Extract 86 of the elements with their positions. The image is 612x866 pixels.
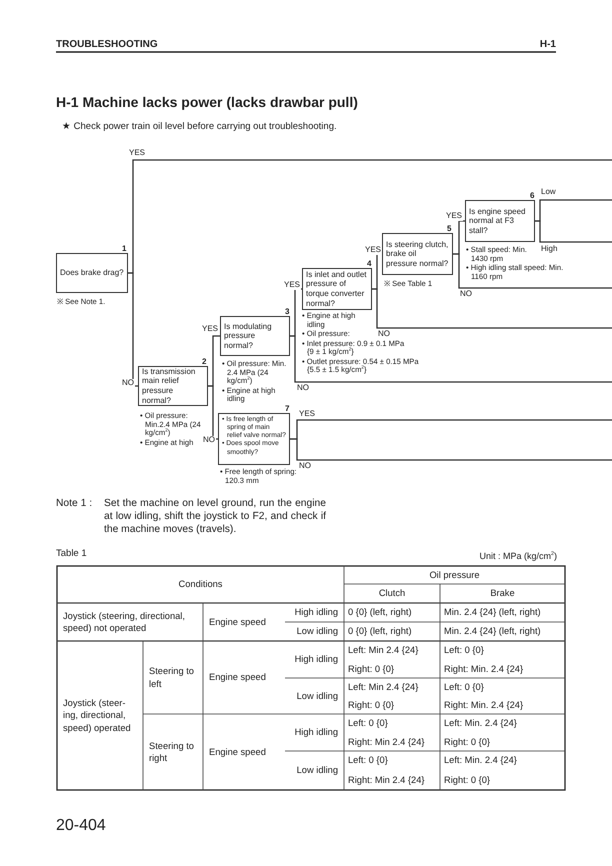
question-text: Is engine speed normal at F3 stall? <box>469 206 526 236</box>
value-text: Right: 0 {0} <box>347 698 396 712</box>
condition-text: High idling <box>294 606 339 620</box>
connector-line <box>535 220 612 243</box>
value-text: Left: Min 2.4 {24} <box>347 680 420 694</box>
question-text: Is inlet and outlet pressure of torque converter normal? <box>306 270 368 308</box>
table-title: Table 1 <box>56 548 87 560</box>
condition-text: Steering to right <box>148 740 195 765</box>
note-label: Note 1 : <box>56 498 92 511</box>
decision-box <box>382 233 453 275</box>
value-text: Left: 0 {0} <box>347 717 389 730</box>
question-text: Is modulating pressure normal? <box>224 322 273 350</box>
step-number: 3 <box>285 307 290 316</box>
condition-text: Low idling <box>296 690 339 703</box>
page-number: 20-404 <box>56 816 106 836</box>
note-text: Set the machine on level ground, run the engine at low idling, shift the joystick to F2, and check if the machine moves (travels). <box>104 498 326 537</box>
value-text: Right: Min 2.4 {24} <box>347 736 426 749</box>
connector-line <box>290 335 612 383</box>
condition-text: Low idling <box>296 764 339 778</box>
edge-label: Low <box>540 188 557 197</box>
edge-label: NO <box>296 384 310 393</box>
section-code: H-1 <box>538 39 556 52</box>
note-text: ★ Check power train oil level before carrying out troubleshooting. <box>62 121 338 133</box>
value-text: Right: Min. 2.4 {24} <box>443 698 524 712</box>
edge-label: YES <box>283 281 302 290</box>
value-text: Right: 0 {0} <box>443 736 492 749</box>
value-text: Left: 0 {0} <box>443 680 485 694</box>
step-number: 7 <box>285 404 290 413</box>
connector-line <box>290 438 612 461</box>
condition-text: Engine speed <box>208 671 267 684</box>
value-text: 0 {0} (left, right) <box>347 625 413 638</box>
value-text: Left: Min. 2.4 {24} <box>443 754 518 768</box>
question-text: Is steering clutch, brake oil pressure normal? <box>386 240 449 268</box>
step-number: 5 <box>447 224 452 233</box>
step-number: 2 <box>202 357 206 366</box>
edge-label: High <box>540 245 558 254</box>
edge-label: YES <box>128 149 146 158</box>
edge-label: YES <box>445 212 464 221</box>
header-text: TROUBLESHOOTING <box>56 39 158 52</box>
header-text: Oil pressure <box>428 568 481 582</box>
value-text: 0 {0} (left, right) <box>347 606 413 620</box>
header-text: Conditions <box>178 578 224 592</box>
value-text: Left: 0 {0} <box>443 644 485 658</box>
unit-text: Unit : MPa (kg/cm$^{2}$) <box>478 551 557 562</box>
condition-text: High idling <box>294 726 339 740</box>
header-text: Brake <box>489 587 516 600</box>
condition-text: High idling <box>294 653 339 666</box>
step-number: 6 <box>530 191 534 200</box>
edge-label: NO <box>121 379 135 388</box>
step-number: 4 <box>367 259 372 268</box>
value-text: Left: Min 2.4 {24} <box>347 644 420 658</box>
value-text: Right: 0 {0} <box>347 662 396 676</box>
edge-label: NO <box>459 290 473 299</box>
condition-text: Steering to left <box>148 665 195 690</box>
step-number: 1 <box>122 244 126 253</box>
edge-label: YES <box>298 410 316 419</box>
connector-line <box>453 253 612 289</box>
value-text: Right: Min. 2.4 {24} <box>443 662 524 676</box>
connector-line <box>128 272 138 387</box>
edge-label: NO <box>298 462 312 471</box>
condition-text: Engine speed <box>208 616 267 629</box>
connector-line <box>372 288 612 329</box>
edge-label: YES <box>364 246 382 255</box>
value-text: Min. 2.4 {24} (left, right) <box>443 625 542 638</box>
value-text: Left: 0 {0} <box>347 754 389 768</box>
decision-box <box>56 253 128 293</box>
decision-box <box>138 366 208 406</box>
condition-text: Low idling <box>296 625 339 638</box>
question-text: Is transmission main relief pressure normal? <box>142 366 196 406</box>
edge-label: NO <box>202 436 216 445</box>
condition-text: Joystick (steering, directional, speed) not operated <box>62 610 186 635</box>
edge-label: NO <box>377 330 391 339</box>
condition-text: Engine speed <box>208 746 267 759</box>
value-text: Right: 0 {0} <box>443 774 492 787</box>
decision-box <box>220 316 290 356</box>
decision-box <box>465 200 535 242</box>
header-text: Clutch <box>378 587 406 600</box>
condition-text: Joystick (steer-ing, directional, speed) operated <box>62 697 132 735</box>
question-text: Does brake drag? <box>60 268 124 278</box>
value-text: Min. 2.4 {24} (left, right) <box>443 606 542 620</box>
value-text: Left: Min. 2.4 {24} <box>443 717 518 730</box>
value-text: Right: Min 2.4 {24} <box>347 774 426 787</box>
page-title: H-1 Machine lacks power (lacks drawbar pull) <box>56 94 358 110</box>
decision-box <box>218 413 290 465</box>
edge-label: YES <box>201 325 220 334</box>
connector-line <box>208 385 218 440</box>
